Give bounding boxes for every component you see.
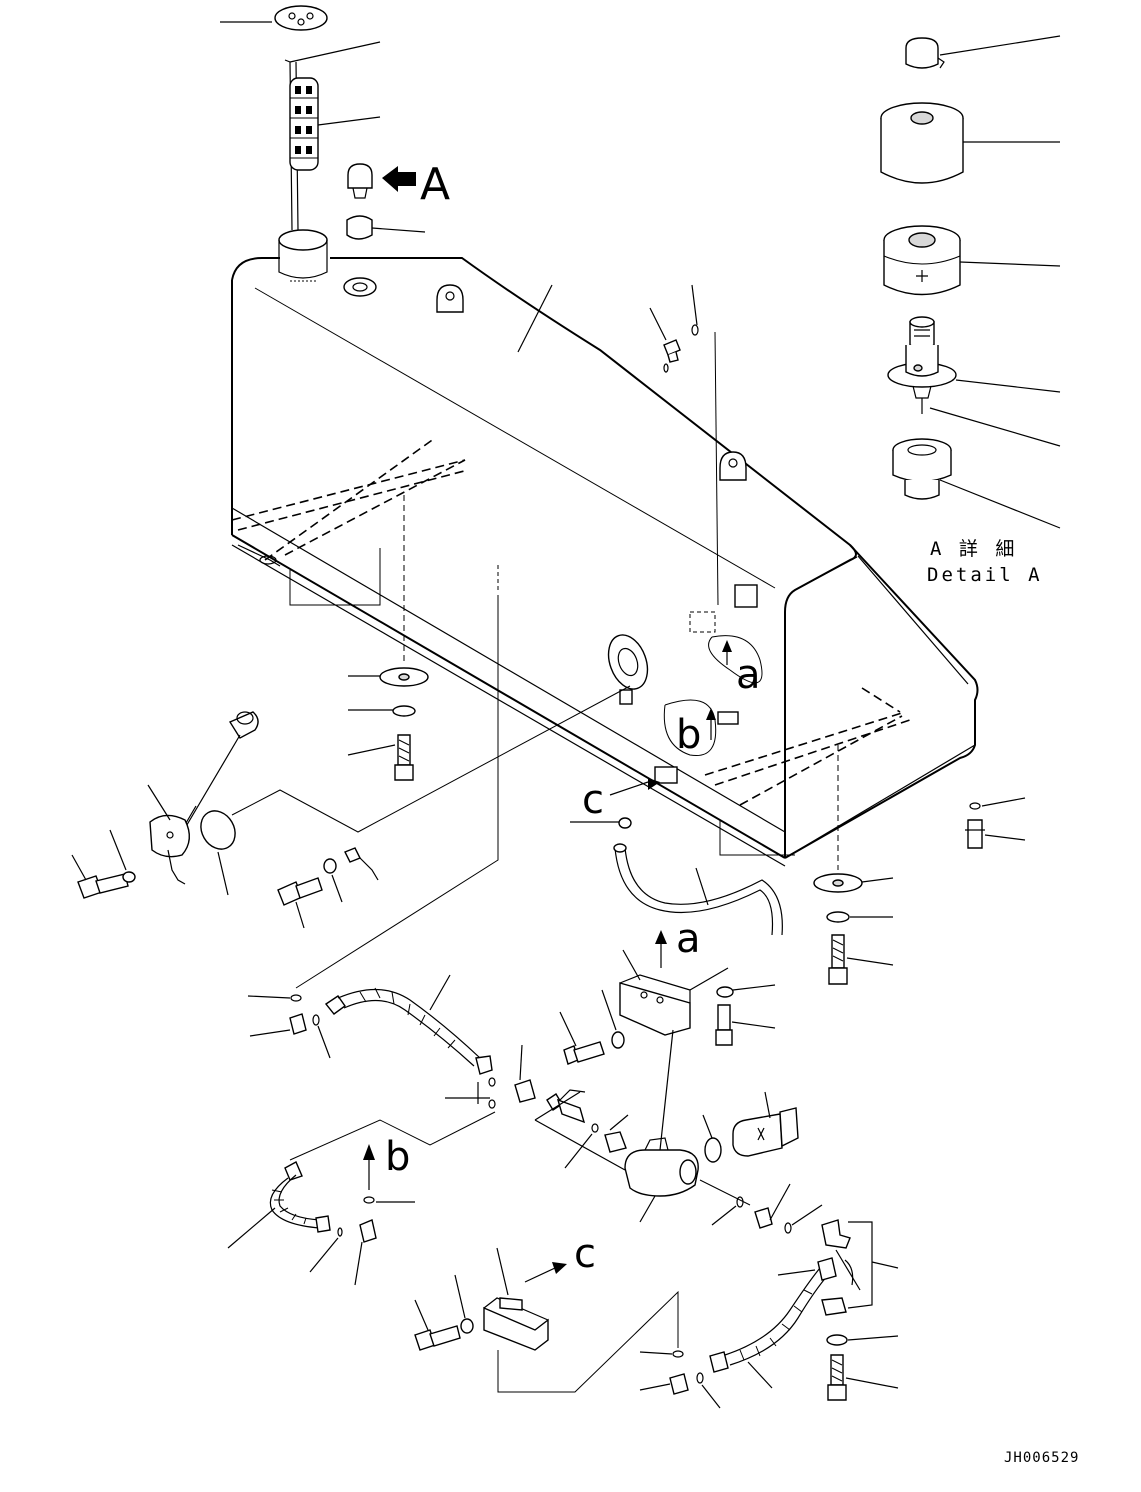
filler-assembly: A — [220, 5, 553, 353]
ref-b-hose: b — [385, 1134, 410, 1180]
tank-reference-marks: a b c — [570, 611, 763, 829]
ref-c-tank: c — [582, 777, 604, 823]
bracket-c: c — [414, 1231, 679, 1393]
ref-a-tank: a — [736, 652, 761, 698]
center-fittings — [445, 1044, 799, 1229]
return-hose — [247, 974, 493, 1075]
hose-b: b — [227, 1111, 496, 1286]
ref-c-bracket: c — [574, 1231, 596, 1277]
ref-a-hose: a — [676, 916, 701, 962]
ref-b-tank: b — [676, 712, 701, 758]
hose-bracket — [559, 949, 776, 1151]
tank-top-elbow — [649, 284, 719, 606]
detail-a-title-jp: A 詳 細 — [930, 538, 1017, 560]
suction-hose — [639, 1204, 899, 1409]
detail-a-title-en: Detail A — [927, 564, 1043, 586]
mount-pad-right — [719, 745, 1026, 985]
gauge-mounting-bolts — [277, 847, 379, 929]
fuel-tank — [231, 229, 979, 867]
hose-a: a — [613, 843, 783, 968]
mount-pad-left — [289, 495, 429, 781]
leader-lines-c — [295, 565, 499, 989]
detail-a-parts: A 詳 細 Detail A — [880, 35, 1061, 586]
view-a-label: A — [420, 159, 450, 210]
drawing-code: JH006529 — [1004, 1450, 1079, 1466]
fuel-level-sender — [71, 685, 631, 899]
